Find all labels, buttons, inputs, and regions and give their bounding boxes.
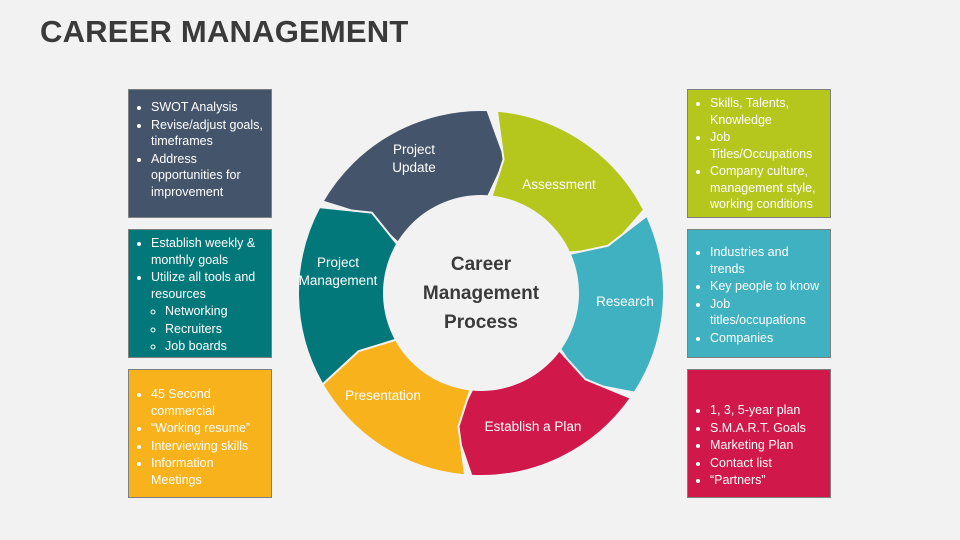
cycle-label-presentation: Presentation bbox=[345, 388, 421, 403]
cycle-label-assessment: Assessment bbox=[522, 177, 596, 192]
list-item: Interviewing skills bbox=[151, 438, 263, 455]
list-item: Address opportunities for improvement bbox=[151, 151, 263, 201]
list-item: Utilize all tools and resources Networki… bbox=[151, 269, 263, 355]
list-item: Job Titles/Occupations bbox=[710, 129, 822, 162]
box-research: Industries and trends Key people to know… bbox=[687, 229, 831, 358]
cycle-label-project-management: Project bbox=[317, 255, 359, 270]
list-item: Job titles/occupations bbox=[710, 296, 822, 329]
list-item: Revise/adjust goals, timeframes bbox=[151, 117, 263, 150]
box-assessment: Skills, Talents, Knowledge Job Titles/Oc… bbox=[687, 89, 831, 218]
cycle-label-establish-plan: Establish a Plan bbox=[485, 419, 582, 434]
list-item: S.M.A.R.T. Goals bbox=[710, 420, 822, 437]
list-item: 45 Second commercial bbox=[151, 386, 263, 419]
center-label-line2: Management bbox=[423, 283, 540, 304]
list-item: Industries and trends bbox=[710, 244, 822, 277]
cycle-label-research: Research bbox=[596, 294, 654, 309]
center-label-line3: Process bbox=[444, 312, 518, 333]
list-item-text: Utilize all tools and resources bbox=[151, 270, 256, 301]
sub-list-item: Networking bbox=[165, 303, 263, 320]
sub-list-item: Job boards bbox=[165, 338, 263, 355]
list-item: Key people to know bbox=[710, 278, 822, 295]
center-label-line1: Career bbox=[451, 254, 512, 275]
center-circle bbox=[383, 195, 579, 391]
page-title: CAREER MANAGEMENT bbox=[40, 14, 409, 49]
cycle-label-project-update: Project bbox=[393, 142, 435, 157]
cycle-label-project-management: Management bbox=[299, 273, 378, 288]
list-item: “Working resume” bbox=[151, 420, 263, 437]
list-item: Marketing Plan bbox=[710, 437, 822, 454]
cycle-label-project-update: Update bbox=[392, 160, 436, 175]
sub-list-item: Recruiters bbox=[165, 321, 263, 338]
box-presentation: 45 Second commercial “Working resume” In… bbox=[128, 369, 272, 498]
list-item: “Partners” bbox=[710, 472, 822, 489]
list-item: 1, 3, 5-year plan bbox=[710, 402, 822, 419]
list-item: Contact list bbox=[710, 455, 822, 472]
list-item: Skills, Talents, Knowledge bbox=[710, 95, 822, 128]
list-item: Company culture, management style, worki… bbox=[710, 163, 822, 213]
box-establish-plan: 1, 3, 5-year plan S.M.A.R.T. Goals Marke… bbox=[687, 369, 831, 498]
box-project-management: Establish weekly & monthly goals Utilize… bbox=[128, 229, 272, 358]
list-item: Information Meetings bbox=[151, 455, 263, 488]
box-project-update: SWOT Analysis Revise/adjust goals, timef… bbox=[128, 89, 272, 218]
list-item: Establish weekly & monthly goals bbox=[151, 235, 263, 268]
list-item: SWOT Analysis bbox=[151, 99, 263, 116]
cycle-diagram: Career Management Process ProjectUpdateA… bbox=[297, 109, 665, 477]
list-item: Companies bbox=[710, 330, 822, 347]
